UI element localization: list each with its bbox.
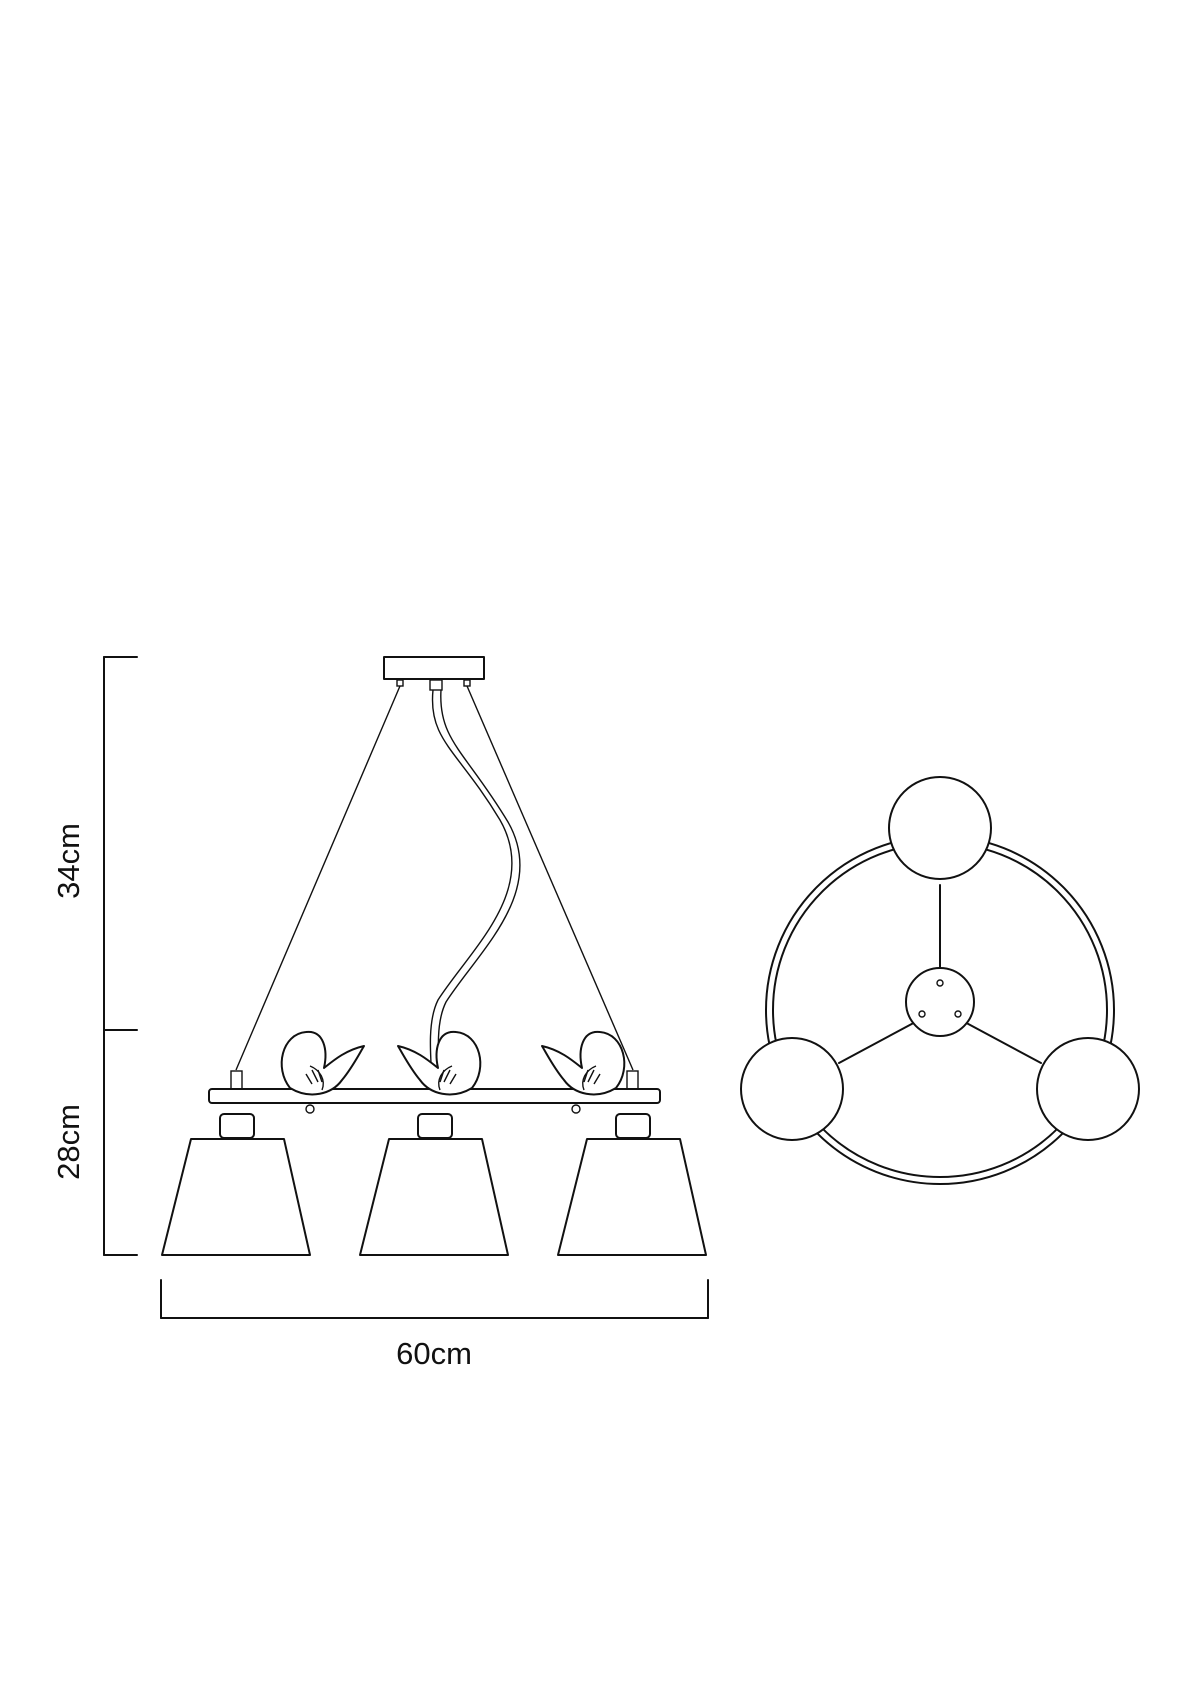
lamp-shade-center (359, 1113, 509, 1256)
front-view (161, 656, 707, 1256)
lamp-shade-right (557, 1113, 707, 1256)
ceiling-canopy (383, 656, 485, 691)
spider-arms (838, 884, 1042, 1064)
center-hub (905, 967, 975, 1037)
width-label: 60cm (396, 1336, 472, 1371)
suspension-wires (235, 685, 634, 1071)
shade-top-view-left (740, 1037, 844, 1141)
lamp-shade-left (161, 1113, 311, 1256)
power-cable-inner (437, 689, 521, 1081)
bird-ornament-left (280, 1030, 365, 1096)
bird-ornament-center (397, 1030, 482, 1096)
bird-ornament-right (541, 1030, 626, 1096)
top-view (740, 776, 1140, 1185)
shade-top-view-right (1036, 1037, 1140, 1141)
shade-top-view-top (888, 776, 992, 880)
power-cable (429, 689, 513, 1081)
width-dimension-bracket (160, 1279, 709, 1319)
upper-height-label: 34cm (51, 823, 86, 899)
height-dimension-bracket (103, 656, 138, 1256)
lower-height-label: 28cm (51, 1104, 86, 1180)
